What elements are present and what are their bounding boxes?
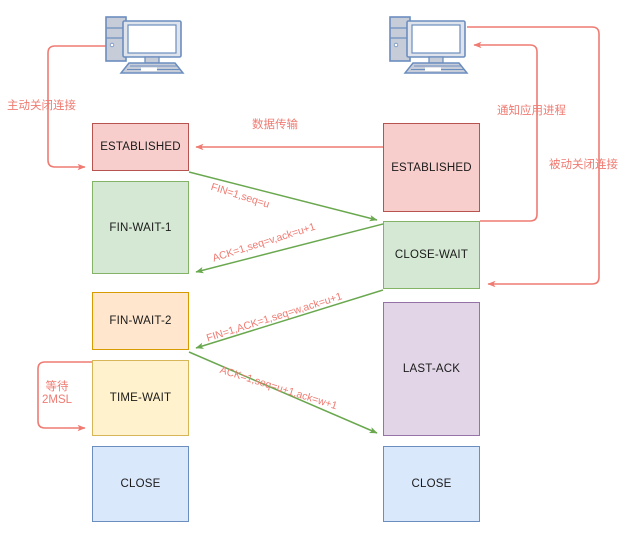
edge-fin-seq-u <box>188 171 378 222</box>
label-notify-app-process: 通知应用进程 <box>497 105 566 117</box>
state-label: LAST-ACK <box>402 363 461 375</box>
edge-passive-close <box>467 26 600 288</box>
label-data-transfer: 数据传输 <box>252 119 298 131</box>
state-box-server-close[interactable]: CLOSE <box>383 446 480 522</box>
wait-2msl-line2: 2MSL <box>42 394 73 407</box>
state-box-server-last-ack[interactable]: LAST-ACK <box>383 302 480 436</box>
edge-fin-ack-seq-w <box>195 289 384 349</box>
state-box-client-close[interactable]: CLOSE <box>92 446 189 522</box>
state-box-client-established[interactable]: ESTABLISHED <box>92 123 189 171</box>
state-label: CLOSE <box>120 478 161 490</box>
edge-wait-2msl <box>37 361 92 432</box>
server-computer-icon <box>389 15 471 77</box>
state-box-client-time-wait[interactable]: TIME-WAIT <box>92 360 189 436</box>
state-label: FIN-WAIT-2 <box>109 315 172 327</box>
state-label: TIME-WAIT <box>109 392 172 404</box>
edge-notify-app-process <box>473 41 538 222</box>
state-box-server-close-wait[interactable]: CLOSE-WAIT <box>383 221 480 289</box>
state-label: ESTABLISHED <box>100 141 181 153</box>
edge-ack-seq-v <box>195 223 384 274</box>
state-label: ESTABLISHED <box>391 161 472 174</box>
label-wait-2msl: 等待 2MSL <box>42 381 72 407</box>
state-box-client-fin-wait-2[interactable]: FIN-WAIT-2 <box>92 292 189 350</box>
label-passive-close: 被动关闭连接 <box>549 159 618 171</box>
state-box-client-fin-wait-1[interactable]: FIN-WAIT-1 <box>92 181 189 274</box>
state-box-server-established[interactable]: ESTABLISHED <box>383 123 480 212</box>
wait-2msl-line1: 等待 <box>45 381 69 393</box>
state-label: CLOSE-WAIT <box>394 249 469 261</box>
edge-ack-seq-u1 <box>188 351 378 434</box>
state-label: FIN-WAIT-1 <box>109 221 172 234</box>
client-computer-icon <box>105 15 187 77</box>
label-active-close: 主动关闭连接 <box>7 100 76 112</box>
state-label: CLOSE <box>411 478 452 490</box>
edge-active-close <box>47 45 132 171</box>
